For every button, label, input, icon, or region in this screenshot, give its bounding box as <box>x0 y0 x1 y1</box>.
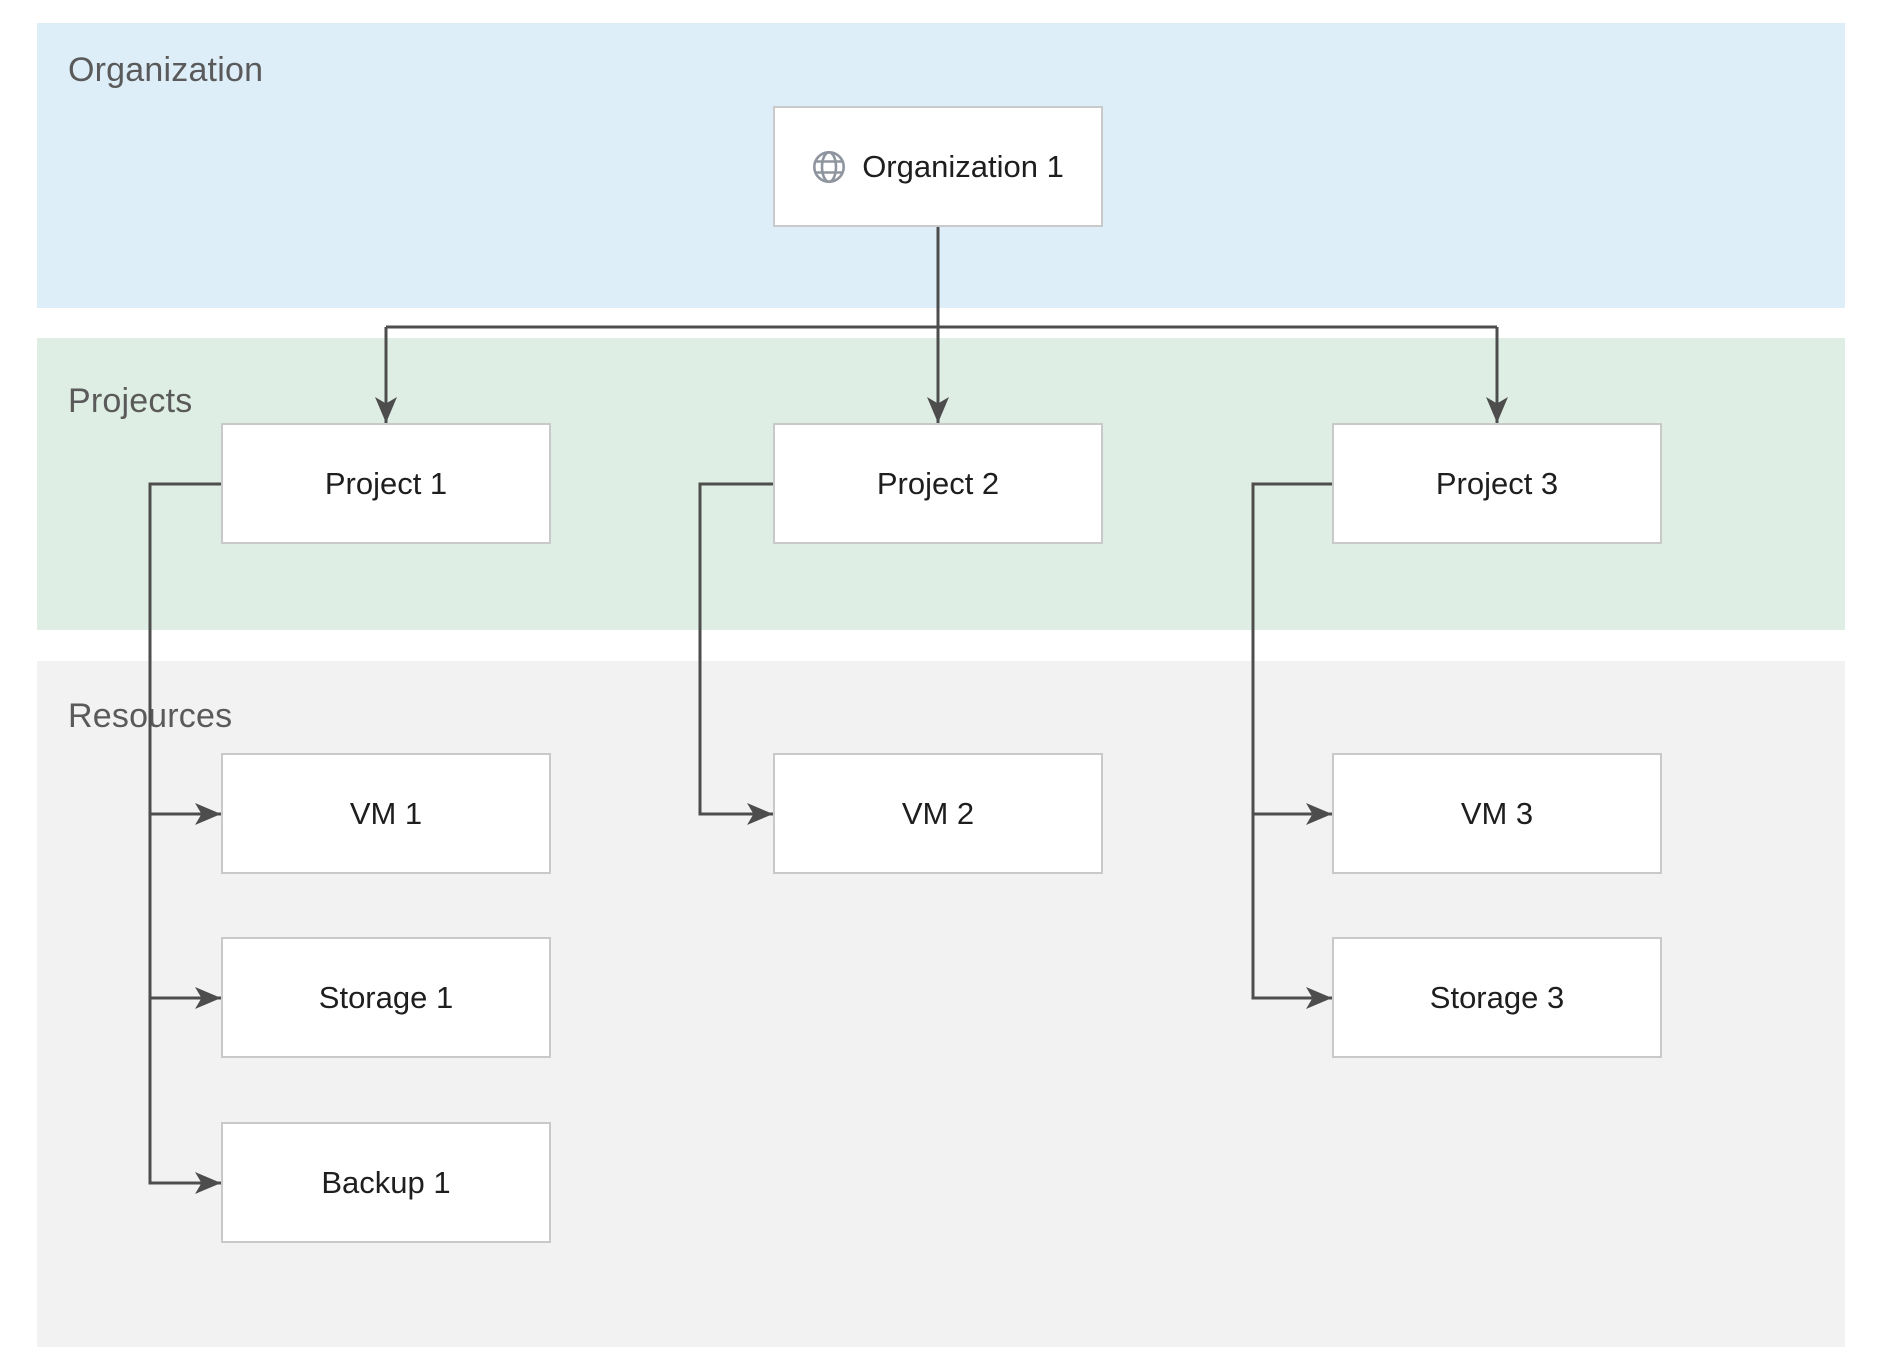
node-label: Storage 3 <box>1429 979 1565 1015</box>
globe-icon <box>812 150 846 184</box>
node-label: VM 2 <box>901 795 975 831</box>
lane-label-resources: Resources <box>68 697 233 735</box>
node-project-3: Project 3 <box>1332 423 1662 544</box>
node-label: Organization 1 <box>862 148 1064 184</box>
node-vm-2: VM 2 <box>773 753 1103 874</box>
node-organization-1: Organization 1 <box>773 106 1103 227</box>
node-backup-1: Backup 1 <box>221 1122 551 1243</box>
node-label: Project 2 <box>876 465 1000 501</box>
node-vm-1: VM 1 <box>221 753 551 874</box>
node-project-1: Project 1 <box>221 423 551 544</box>
node-label: Storage 1 <box>318 979 454 1015</box>
lane-label-organization: Organization <box>68 51 264 89</box>
node-label: Project 3 <box>1435 465 1559 501</box>
node-project-2: Project 2 <box>773 423 1103 544</box>
lane-label-projects: Projects <box>68 382 193 420</box>
node-label: Project 1 <box>324 465 448 501</box>
node-storage-3: Storage 3 <box>1332 937 1662 1058</box>
node-label: VM 1 <box>349 795 423 831</box>
node-vm-3: VM 3 <box>1332 753 1662 874</box>
node-storage-1: Storage 1 <box>221 937 551 1058</box>
node-label: VM 3 <box>1460 795 1534 831</box>
node-label: Backup 1 <box>321 1164 451 1200</box>
